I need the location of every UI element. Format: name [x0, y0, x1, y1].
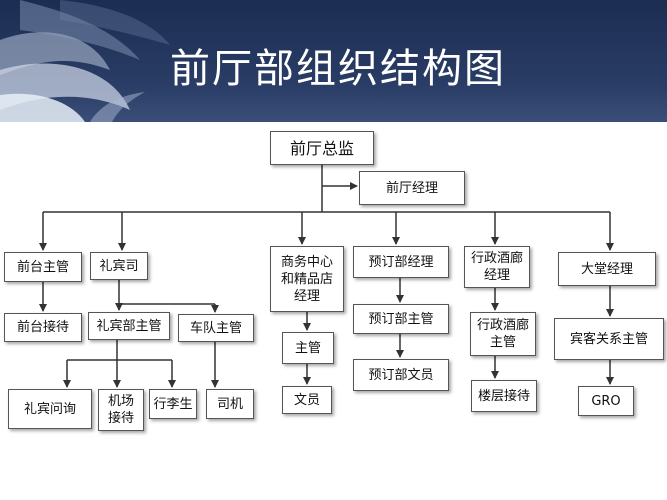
- porter-node: 行李生: [149, 389, 197, 419]
- title-banner: 前厅部组织结构图: [0, 0, 667, 122]
- driver-node: 司机: [206, 389, 254, 419]
- fleet-supervisor-node: 车队主管: [178, 314, 254, 342]
- concierge-inquiry-node: 礼宾问询: [8, 389, 92, 429]
- reservation-manager-node: 预订部经理: [353, 246, 449, 278]
- floor-reception-node: 楼层接待: [471, 380, 537, 412]
- executive-lounge-manager-node: 行政酒廊 经理: [464, 246, 530, 288]
- business-center-manager-node: 商务中心 和精品店 经理: [270, 246, 344, 312]
- executive-lounge-supervisor-node: 行政酒廊 主管: [470, 312, 536, 356]
- director-node: 前厅总监: [270, 131, 374, 165]
- gro-node: GRO: [578, 386, 634, 416]
- reservation-supervisor-node: 预订部主管: [353, 304, 449, 334]
- page-title: 前厅部组织结构图: [170, 46, 506, 92]
- front-desk-reception-node: 前台接待: [4, 313, 82, 342]
- business-center-clerk-node: 文员: [282, 386, 332, 414]
- guest-relations-supervisor-node: 宾客关系主管: [554, 318, 664, 360]
- concierge-manager-node: 礼宾司: [90, 252, 148, 280]
- concierge-supervisor-node: 礼宾部主管: [88, 312, 170, 340]
- airport-reception-node: 机场 接待: [98, 389, 144, 431]
- business-center-supervisor-node: 主管: [282, 332, 334, 364]
- feather-decoration: [0, 0, 170, 122]
- fo-manager-node: 前厅经理: [359, 171, 465, 205]
- front-desk-supervisor-node: 前台主管: [4, 252, 82, 282]
- reservation-clerk-node: 预订部文员: [353, 359, 449, 391]
- lobby-manager-node: 大堂经理: [558, 252, 656, 286]
